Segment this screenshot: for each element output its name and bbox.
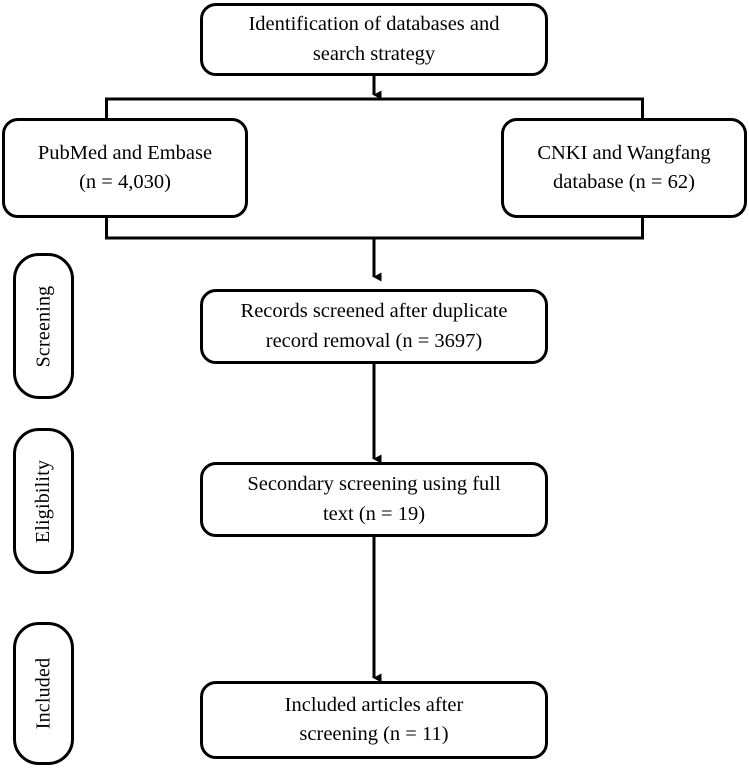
connector-split-bar: [105, 97, 644, 120]
box-source-pubmed-embase: PubMed and Embase (n = 4,030): [2, 118, 248, 218]
stage-label-included: Included: [32, 657, 55, 730]
box-source-left-text: PubMed and Embase (n = 4,030): [38, 139, 212, 197]
connector-merge-bar: [105, 217, 644, 282]
box-identification-line2: search strategy: [312, 42, 436, 65]
stage-label-eligibility: Eligibility: [32, 459, 55, 543]
box-source-right-line1: CNKI and Wangfang: [537, 141, 711, 164]
box-included-line1: Included articles after: [284, 693, 464, 716]
box-included-line2: screening (n = 11): [299, 723, 449, 745]
box-secondary-line1: Secondary screening using full: [247, 473, 501, 496]
box-included-text: Included articles after screening (n = 1…: [285, 691, 464, 749]
box-secondary-text: Secondary screening using full text (n =…: [247, 470, 500, 528]
box-secondary-screening: Secondary screening using full text (n =…: [200, 462, 548, 537]
box-screened-text: Records screened after duplicate record …: [241, 297, 508, 355]
box-source-right-line2: database (n = 62): [553, 171, 695, 193]
stage-box-eligibility: Eligibility: [13, 428, 74, 574]
box-source-left-line1: PubMed and Embase: [37, 141, 213, 164]
box-source-right-text: CNKI and Wangfang database (n = 62): [537, 139, 710, 197]
box-screened-line2: record removal (n = 3697): [265, 329, 483, 352]
box-identification-line1: Identification of databases and: [248, 13, 500, 36]
box-source-left-line2: (n = 4,030): [79, 171, 171, 193]
box-identification-text: Identification of databases and search s…: [248, 10, 499, 68]
stage-box-screening: Screening: [13, 253, 74, 399]
stage-label-screening: Screening: [32, 285, 54, 367]
box-records-screened: Records screened after duplicate record …: [200, 289, 548, 364]
box-source-cnki-wangfang: CNKI and Wangfang database (n = 62): [501, 118, 747, 218]
box-screened-line1: Records screened after duplicate: [240, 300, 508, 323]
stage-box-included: Included: [13, 622, 74, 765]
box-identification: Identification of databases and search s…: [200, 3, 548, 76]
box-included-articles: Included articles after screening (n = 1…: [200, 681, 548, 759]
box-secondary-line2: text (n = 19): [322, 502, 426, 525]
